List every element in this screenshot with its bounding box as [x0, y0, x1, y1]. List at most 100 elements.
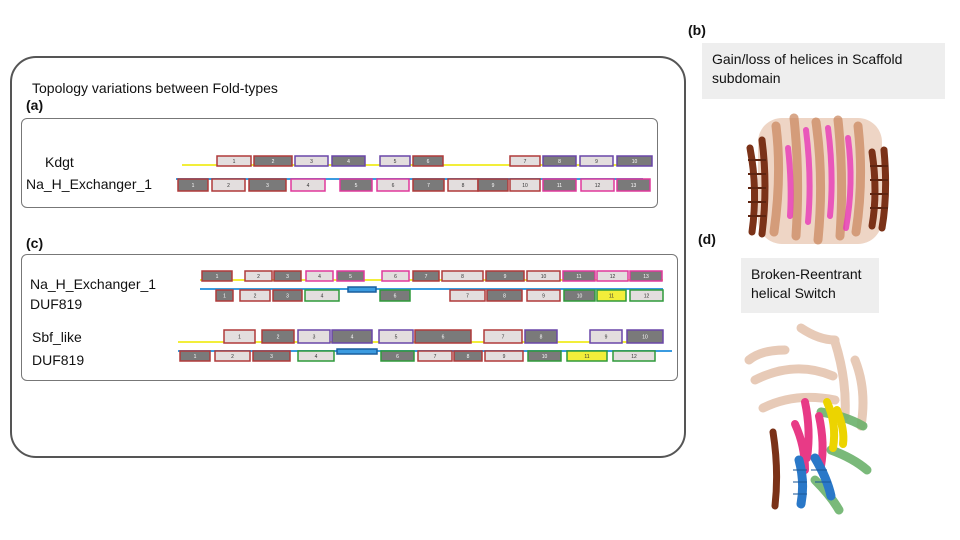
protein-structure-scaffold-image	[746, 113, 890, 245]
helix-box	[629, 270, 663, 282]
helix-box	[253, 155, 293, 167]
helix-number-label: 5	[394, 159, 397, 165]
row-label-na-h-exchanger-c: Na_H_Exchanger_1	[30, 276, 157, 292]
helix-box	[526, 289, 561, 302]
helix-box	[273, 270, 302, 282]
helix-number-label: 8	[461, 274, 464, 280]
helix-number-label: 1	[194, 354, 197, 360]
helix-box	[449, 289, 486, 302]
helix-number-label: 2	[257, 274, 260, 280]
helix-box	[378, 329, 414, 344]
helix-box	[239, 289, 271, 302]
helix-box	[304, 289, 340, 302]
helix-box	[412, 270, 440, 282]
helix-number-label: 6	[442, 335, 445, 341]
helix-box	[612, 350, 656, 362]
helix-number-label: 10	[632, 159, 638, 165]
helix-box	[509, 178, 541, 192]
helix-number-label: 5	[349, 274, 352, 280]
helix-number-label: 3	[266, 183, 269, 189]
helix-number-label: 2	[231, 354, 234, 360]
helix-number-label: 1	[223, 294, 226, 300]
helix-number-label: 4	[318, 274, 321, 280]
helix-box	[216, 155, 252, 167]
helix-box	[379, 289, 411, 302]
helix-number-label: 11	[576, 274, 581, 280]
helix-box	[626, 329, 664, 344]
helix-number-label: 6	[396, 354, 399, 360]
helix-box	[414, 329, 472, 344]
helix-number-label: 4	[321, 294, 324, 300]
helix-box	[261, 329, 295, 344]
helix-number-label: 5	[395, 335, 398, 341]
helix-number-label: 6	[394, 274, 397, 280]
helix-box	[596, 289, 627, 302]
helix-number-label: 9	[492, 183, 495, 189]
helix-box	[379, 155, 411, 167]
helix-box	[417, 350, 453, 362]
helix-number-label: 3	[286, 274, 289, 280]
helix-number-label: 8	[540, 335, 543, 341]
helix-box	[509, 155, 541, 167]
row-label-na-h-exchanger: Na_H_Exchanger_1	[26, 176, 153, 192]
row-label-duf819-1: DUF819	[30, 296, 83, 312]
helix-number-label: 13	[643, 274, 649, 280]
helix-number-label: 5	[355, 183, 358, 189]
helix-box	[412, 155, 444, 167]
protein-structure-switch-image	[744, 323, 872, 515]
panel-d-caption: Broken-Reentrant helical Switch	[741, 258, 879, 313]
helix-number-label: 1	[233, 159, 236, 165]
helix-number-label: 9	[503, 354, 506, 360]
helix-box	[542, 178, 577, 192]
helix-box	[179, 350, 211, 362]
topology-panel	[10, 56, 686, 458]
helix-number-label: 4	[307, 183, 310, 189]
helix-box	[252, 350, 291, 362]
helix-number-label: 2	[277, 335, 280, 341]
helix-box	[381, 270, 410, 282]
helix-number-label: 6	[392, 183, 395, 189]
helix-box	[331, 329, 373, 344]
helix-number-label: 7	[502, 335, 505, 341]
helix-box	[211, 178, 246, 192]
helix-box	[223, 329, 256, 344]
helix-box	[376, 178, 410, 192]
panel-c-box	[21, 254, 678, 381]
helix-number-label: 12	[631, 354, 637, 360]
helix-box	[339, 178, 373, 192]
helix-box	[596, 270, 629, 282]
helix-box	[485, 270, 525, 282]
helix-number-label: 8	[462, 183, 465, 189]
panel-c-label: (c)	[26, 235, 44, 251]
helix-box	[248, 178, 287, 192]
helix-number-label: 12	[610, 274, 616, 280]
helix-box	[486, 289, 523, 302]
helix-box	[272, 289, 303, 302]
helix-box	[542, 155, 577, 167]
helix-number-label: 6	[394, 294, 397, 300]
helix-box	[201, 270, 233, 282]
helix-number-label: 1	[216, 274, 219, 280]
panel-a-box	[21, 118, 658, 208]
helix-box	[580, 178, 615, 192]
helix-number-label: 9	[542, 294, 545, 300]
helix-number-label: 4	[315, 354, 318, 360]
panel-a-label: (a)	[26, 97, 44, 113]
helix-box	[294, 155, 329, 167]
helix-number-label: 10	[522, 183, 528, 189]
helix-box	[290, 178, 326, 192]
helix-number-label: 10	[542, 354, 548, 360]
helix-box	[347, 286, 377, 293]
helix-number-label: 7	[427, 183, 430, 189]
helix-number-label: 13	[631, 183, 637, 189]
helix-box	[244, 270, 273, 282]
helix-number-label: 10	[642, 335, 648, 341]
helix-box	[526, 270, 561, 282]
helix-box	[477, 178, 509, 192]
helix-number-label: 10	[541, 274, 547, 280]
helix-number-label: 11	[609, 294, 614, 300]
helix-box	[215, 289, 234, 302]
helix-box	[380, 350, 415, 362]
helix-number-label: 2	[254, 294, 257, 300]
